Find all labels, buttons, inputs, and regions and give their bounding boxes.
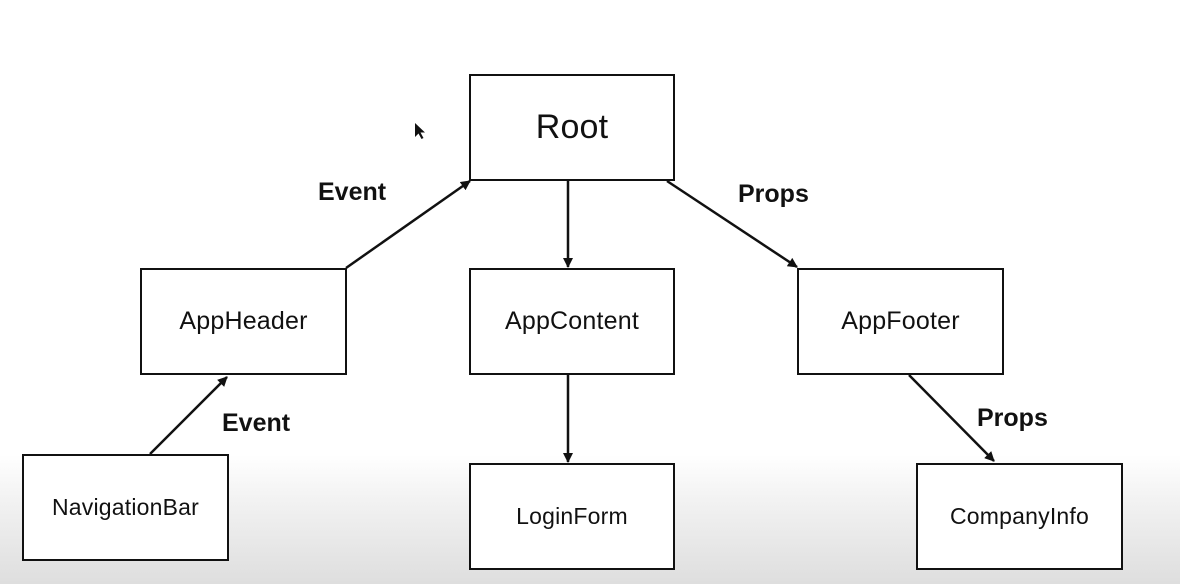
node-app-footer: AppFooter bbox=[797, 268, 1004, 375]
node-app-content: AppContent bbox=[469, 268, 675, 375]
edge-root-to-appfooter bbox=[666, 179, 798, 269]
edge-appfooter-to-companyinfo bbox=[908, 374, 995, 462]
mouse-pointer-icon bbox=[415, 123, 425, 139]
edge-navigationbar-to-appheader bbox=[149, 376, 228, 455]
node-navigation-bar: NavigationBar bbox=[22, 454, 229, 561]
edge-label-nav-to-header: Event bbox=[222, 409, 291, 437]
node-company-info: CompanyInfo bbox=[916, 463, 1123, 570]
node-app-header: AppHeader bbox=[140, 268, 347, 375]
edge-label-footer-to-company: Props bbox=[977, 404, 1048, 432]
node-root: Root bbox=[469, 74, 675, 181]
edge-label-root-to-footer: Props bbox=[738, 180, 809, 208]
edge-label-header-to-root: Event bbox=[318, 178, 387, 206]
node-login-form: LoginForm bbox=[469, 463, 675, 570]
edge-appheader-to-root bbox=[345, 179, 471, 270]
